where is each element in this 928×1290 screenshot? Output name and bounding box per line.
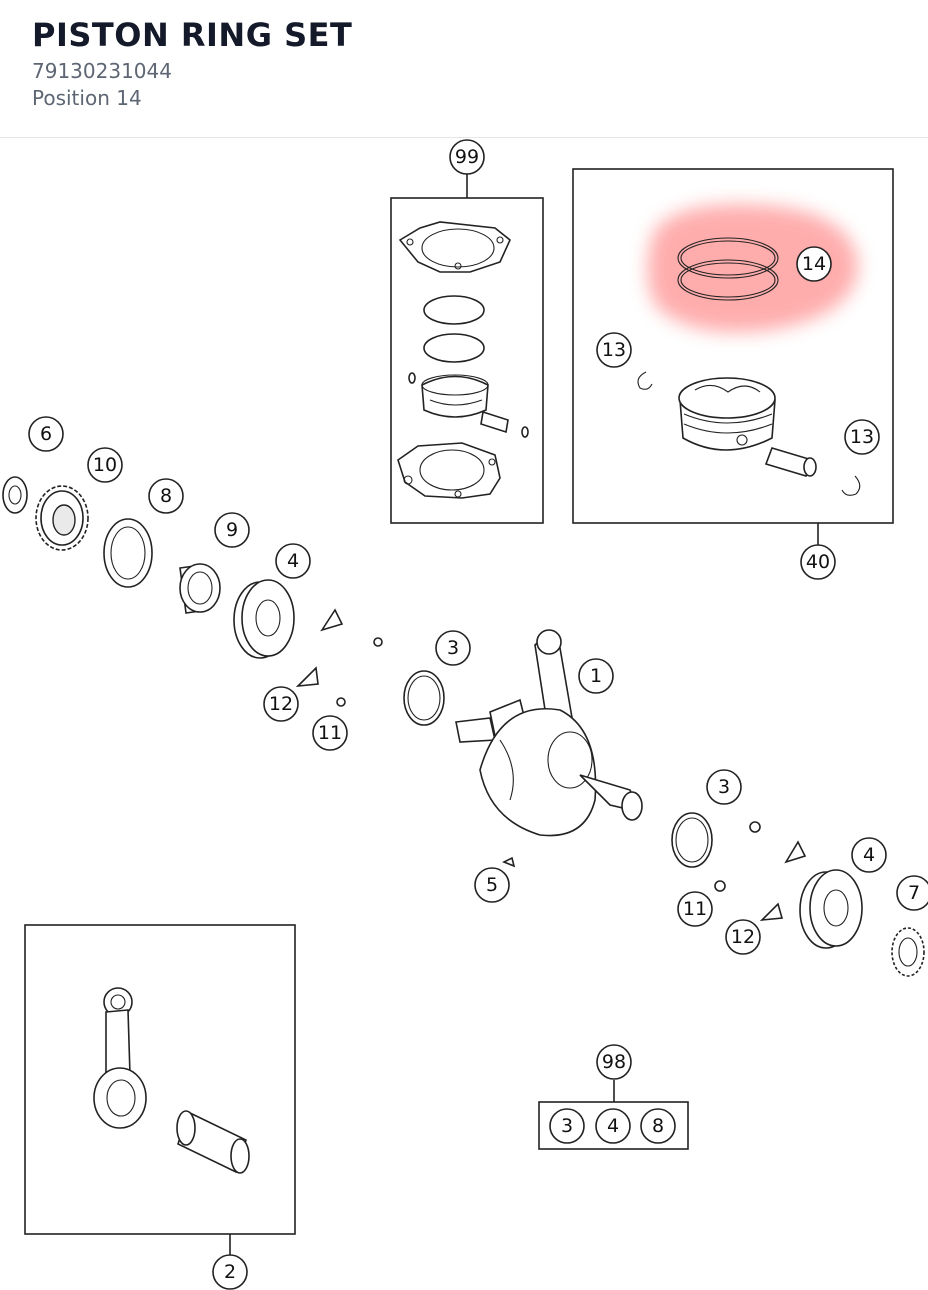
seal-part-8 xyxy=(103,518,153,588)
callout-98-item-8[interactable]: 8 xyxy=(640,1108,676,1144)
svg-text:4: 4 xyxy=(863,844,875,866)
svg-text:5: 5 xyxy=(486,874,498,896)
callout-14[interactable]: 14 xyxy=(796,246,832,282)
callout-13-right[interactable]: 13 xyxy=(844,419,880,455)
header: PISTON RING SET 79130231044 Position 14 xyxy=(0,0,928,138)
bearing-kit-group xyxy=(538,1080,689,1150)
callout-98[interactable]: 98 xyxy=(596,1044,632,1080)
crankshaft-part-1 xyxy=(455,629,643,837)
svg-text:3: 3 xyxy=(718,776,730,798)
piston xyxy=(678,377,776,451)
highlight-position-14 xyxy=(647,204,859,333)
piston-assembly-frame xyxy=(572,168,894,524)
plate-right-upper xyxy=(784,840,807,864)
bolt-small-upper xyxy=(373,637,383,647)
gasket-kit-group xyxy=(390,173,544,524)
svg-text:99: 99 xyxy=(455,146,479,168)
circlip-right xyxy=(841,475,861,496)
callout-12-right[interactable]: 12 xyxy=(725,919,761,955)
svg-text:10: 10 xyxy=(93,454,117,476)
callout-3-right[interactable]: 3 xyxy=(706,769,742,805)
svg-text:8: 8 xyxy=(160,485,172,507)
position-label: Position 14 xyxy=(32,86,142,110)
conrod-kit-group xyxy=(24,924,296,1256)
svg-text:98: 98 xyxy=(602,1051,626,1073)
shim-part-3-right xyxy=(671,812,713,868)
callout-7[interactable]: 7 xyxy=(896,875,928,911)
piston-pin xyxy=(764,447,817,477)
callout-1[interactable]: 1 xyxy=(578,658,614,694)
svg-text:7: 7 xyxy=(908,882,920,904)
svg-text:13: 13 xyxy=(602,339,626,361)
bushing-part-9 xyxy=(179,563,221,614)
gear-part-10 xyxy=(35,485,89,551)
svg-text:8: 8 xyxy=(652,1115,664,1137)
callout-2[interactable]: 2 xyxy=(212,1254,248,1290)
key-part-5 xyxy=(502,856,516,868)
callout-6[interactable]: 6 xyxy=(28,416,64,452)
plate-part-12-right xyxy=(759,902,784,922)
callout-3-left[interactable]: 3 xyxy=(435,630,471,666)
callout-4-right[interactable]: 4 xyxy=(851,837,887,873)
circlip-left xyxy=(637,371,653,390)
gasket-kit-ring-2 xyxy=(423,333,485,363)
shim-part-3-left xyxy=(403,670,445,726)
svg-text:14: 14 xyxy=(802,253,826,275)
nut-part-7 xyxy=(891,927,925,977)
conrod xyxy=(93,987,147,1129)
left-components-group xyxy=(2,476,445,726)
nut-part-6 xyxy=(2,476,28,514)
crank-pin xyxy=(176,1110,250,1174)
callout-40[interactable]: 40 xyxy=(800,544,836,580)
svg-text:2: 2 xyxy=(224,1261,236,1283)
piston-ring-set-part-14[interactable] xyxy=(677,237,779,301)
svg-text:6: 6 xyxy=(40,423,52,445)
svg-text:11: 11 xyxy=(318,722,342,744)
svg-text:1: 1 xyxy=(590,665,602,687)
bearing-kit-frame xyxy=(538,1101,689,1150)
bolt-part-11-right xyxy=(714,880,726,892)
callout-99[interactable]: 99 xyxy=(449,139,485,175)
bolt-small-right-upper xyxy=(749,821,761,833)
callout-98-item-3[interactable]: 3 xyxy=(549,1108,585,1144)
page-title: PISTON RING SET xyxy=(32,16,353,54)
svg-text:12: 12 xyxy=(731,926,755,948)
svg-text:4: 4 xyxy=(287,550,299,572)
svg-text:3: 3 xyxy=(561,1115,573,1137)
piston-assembly-group xyxy=(572,168,894,546)
svg-text:3: 3 xyxy=(447,637,459,659)
callout-13-left[interactable]: 13 xyxy=(596,332,632,368)
bearing-part-4-right xyxy=(799,869,863,949)
svg-text:4: 4 xyxy=(607,1115,619,1137)
gasket-kit-piston xyxy=(408,372,529,438)
plate-part-12-upper xyxy=(320,608,344,632)
callout-10[interactable]: 10 xyxy=(87,447,123,483)
callout-5[interactable]: 5 xyxy=(474,867,510,903)
conrod-kit-frame xyxy=(24,924,296,1235)
callout-4-left[interactable]: 4 xyxy=(275,543,311,579)
head-gasket xyxy=(398,221,511,273)
base-gasket xyxy=(397,442,501,499)
callout-11-right[interactable]: 11 xyxy=(677,891,713,927)
exploded-parts-diagram: 99 14 13 13 40 6 10 8 9 4 3 1 12 11 3 4 … xyxy=(2,139,928,1290)
bolt-part-11-left xyxy=(336,697,346,707)
callout-8[interactable]: 8 xyxy=(148,478,184,514)
svg-text:40: 40 xyxy=(806,551,830,573)
svg-text:11: 11 xyxy=(683,898,707,920)
part-number: 79130231044 xyxy=(32,59,172,83)
callout-12-left[interactable]: 12 xyxy=(263,686,299,722)
bearing-part-4-left xyxy=(233,579,295,659)
callout-11-left[interactable]: 11 xyxy=(312,715,348,751)
gasket-kit-ring-1 xyxy=(423,295,485,325)
svg-text:13: 13 xyxy=(850,426,874,448)
plate-part-12-lower xyxy=(295,666,319,688)
callout-98-item-4[interactable]: 4 xyxy=(595,1108,631,1144)
svg-text:12: 12 xyxy=(269,693,293,715)
callout-9[interactable]: 9 xyxy=(214,512,250,548)
right-components-group xyxy=(671,812,925,977)
svg-text:9: 9 xyxy=(226,519,238,541)
